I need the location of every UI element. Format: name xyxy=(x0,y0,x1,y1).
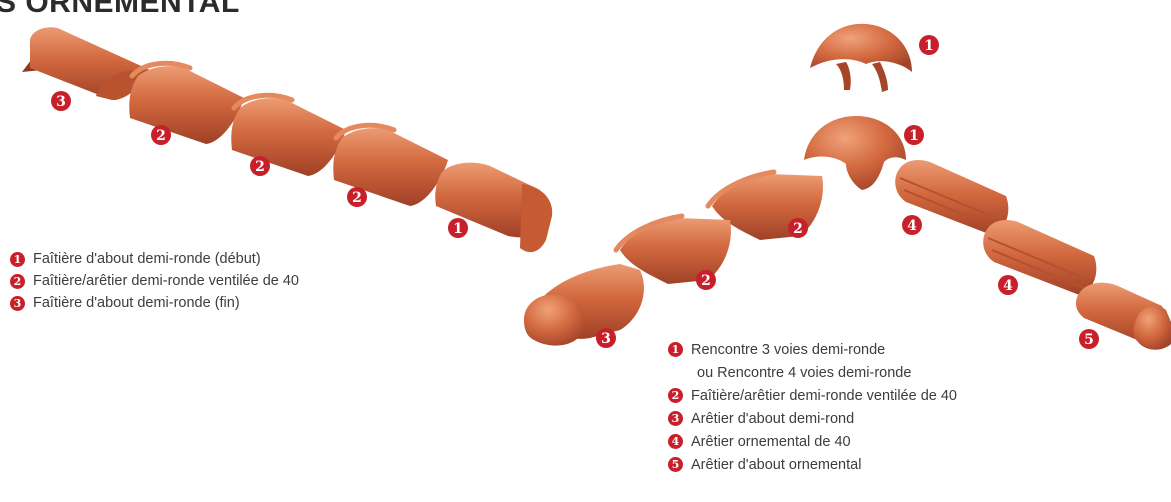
callout-number: 2 xyxy=(701,273,711,289)
right-hip-assembly xyxy=(524,24,1171,350)
callout-number: 4 xyxy=(907,218,917,234)
legend-label: Faîtière/arêtier demi-ronde ventilée de … xyxy=(33,273,299,289)
legend-number-badge: 1 xyxy=(10,252,25,267)
tile-left-start-1 xyxy=(435,163,552,253)
callout-number: 1 xyxy=(909,128,919,144)
callout-badge-right-tile-4b: 4 xyxy=(998,275,1018,295)
legend-label: Faîtière d'about demi-ronde (début) xyxy=(33,251,261,267)
legend-number-badge: 1 xyxy=(668,342,683,357)
callout-badge-left-tile-1: 1 xyxy=(448,218,468,238)
callout-badge-right-tile-2b: 2 xyxy=(696,270,716,290)
tile-left-2a xyxy=(129,63,244,144)
legend-number-badge: 3 xyxy=(668,411,683,426)
callout-badge-left-tile-2c: 2 xyxy=(347,187,367,207)
callout-badge-right-center-meeting: 1 xyxy=(904,125,924,145)
legend-left: 1 Faîtière d'about demi-ronde (début) 2 … xyxy=(10,248,299,314)
legend-label: ou Rencontre 4 voies demi-ronde xyxy=(697,365,911,381)
callout-number: 2 xyxy=(793,221,803,237)
legend-label: Arêtier d'about demi-rond xyxy=(691,411,854,427)
legend-label: Faîtière d'about demi-ronde (fin) xyxy=(33,295,240,311)
legend-number-badge: 5 xyxy=(668,457,683,472)
legend-left-item: 3 Faîtière d'about demi-ronde (fin) xyxy=(10,292,299,314)
legend-label: Faîtière/arêtier demi-ronde ventilée de … xyxy=(691,388,957,404)
callout-number: 1 xyxy=(453,221,463,237)
callout-badge-left-tile-2b: 2 xyxy=(250,156,270,176)
callout-number: 4 xyxy=(1003,278,1013,294)
legend-right-item: 3 Arêtier d'about demi-rond xyxy=(668,407,957,430)
legend-number-badge: 4 xyxy=(668,434,683,449)
legend-right-item: 5 Arêtier d'about ornemental xyxy=(668,453,957,476)
legend-number-badge: 2 xyxy=(668,388,683,403)
legend-number-badge: 3 xyxy=(10,296,25,311)
legend-right-item: 2 Faîtière/arêtier demi-ronde ventilée d… xyxy=(668,384,957,407)
callout-number: 2 xyxy=(255,159,265,175)
callout-badge-right-tile-4a: 4 xyxy=(902,215,922,235)
left-ridge-assembly xyxy=(22,27,552,252)
legend-right-item: 4 Arêtier ornemental de 40 xyxy=(668,430,957,453)
callout-badge-left-tile-3: 3 xyxy=(51,91,71,111)
callout-badge-right-tile-3: 3 xyxy=(596,328,616,348)
callout-number: 2 xyxy=(352,190,362,206)
tile-right-3 xyxy=(524,264,644,346)
legend-left-item: 1 Faîtière d'about demi-ronde (début) xyxy=(10,248,299,270)
callout-badge-right-tile-2a: 2 xyxy=(788,218,808,238)
legend-label: Rencontre 3 voies demi-ronde xyxy=(691,342,885,358)
legend-right-item: 1 Rencontre 3 voies demi-ronde xyxy=(668,338,957,361)
callout-number: 2 xyxy=(156,128,166,144)
meeting-piece-exploded xyxy=(810,24,912,92)
tile-left-2b xyxy=(231,95,346,176)
callout-number: 5 xyxy=(1084,332,1094,348)
legend-number-badge: 2 xyxy=(10,274,25,289)
callout-badge-right-tile-5: 5 xyxy=(1079,329,1099,349)
legend-label: Arêtier d'about ornemental xyxy=(691,457,861,473)
callout-badge-right-top-meeting: 1 xyxy=(919,35,939,55)
callout-badge-left-tile-2a: 2 xyxy=(151,125,171,145)
legend-label: Arêtier ornemental de 40 xyxy=(691,434,851,450)
callout-number: 1 xyxy=(924,38,934,54)
tile-left-end-3 xyxy=(22,27,150,100)
legend-right: 1 Rencontre 3 voies demi-ronde ou Rencon… xyxy=(668,338,957,476)
callout-number: 3 xyxy=(601,331,611,347)
legend-right-continuation: ou Rencontre 4 voies demi-ronde xyxy=(668,361,957,384)
legend-left-item: 2 Faîtière/arêtier demi-ronde ventilée d… xyxy=(10,270,299,292)
callout-number: 3 xyxy=(56,94,66,110)
